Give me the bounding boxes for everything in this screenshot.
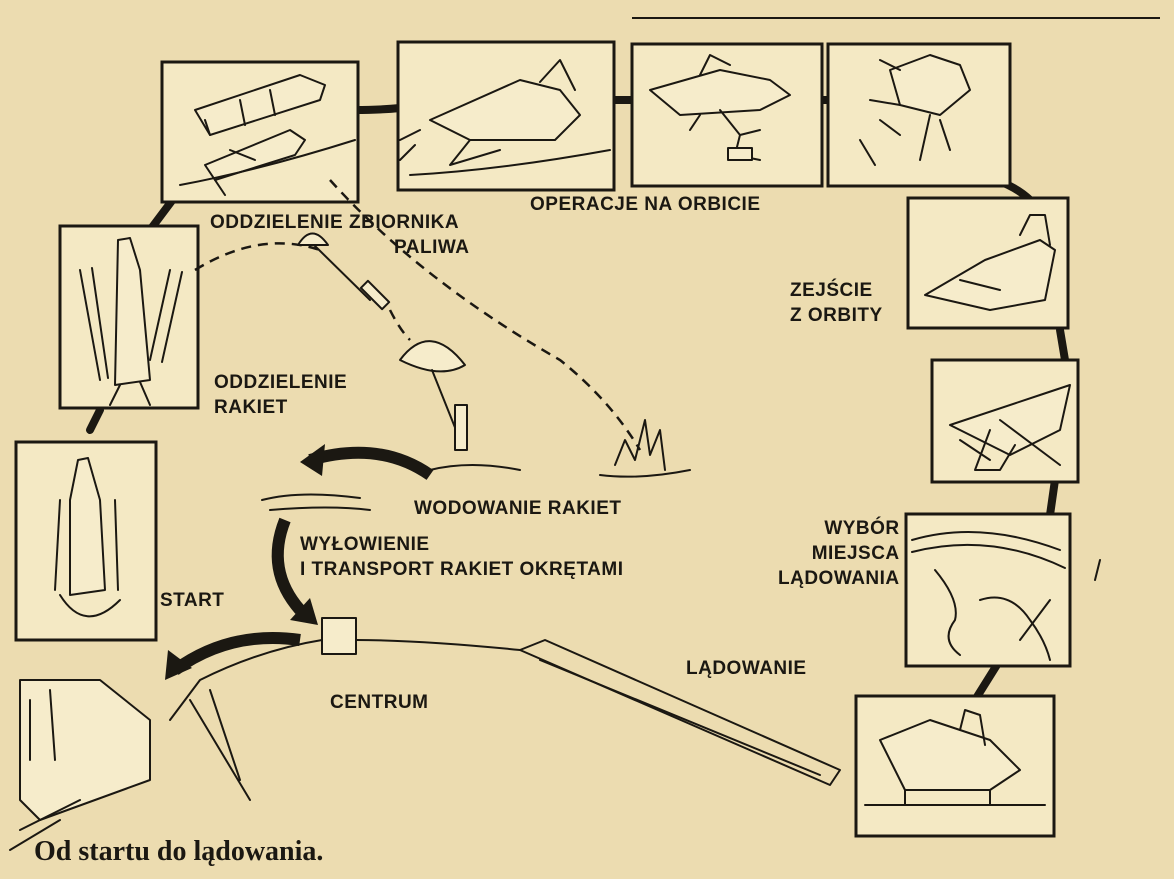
label-landing: LĄDOWANIE [686,656,807,681]
panel-booster-separation [60,226,198,408]
label-tank-separation: ODDZIELENIE ZBIORNIKA PALIWA [210,210,469,260]
label-booster-separation-line2: RAKIET [214,395,347,420]
label-orbit-operations: OPERACJE NA ORBICIE [530,192,761,217]
launch-pad [10,680,150,850]
figure-caption: Od startu do lądowania. [34,836,323,868]
label-start: START [160,588,224,613]
label-booster-separation-line1: ODDZIELENIE [214,370,347,395]
panel-reentry [932,360,1078,482]
panel-landing-site-map [906,514,1100,666]
splashdown [600,420,690,477]
panel-orbit-ops-b [828,44,1010,186]
panel-tank-separation [162,62,358,202]
panel-orbit-ops-a [632,44,822,186]
label-tank-separation-line2: PALIWA [210,235,469,260]
label-recovery: WYŁOWIENIE I TRANSPORT RAKIET OKRĘTAMI [300,532,623,582]
label-recovery-line2: I TRANSPORT RAKIET OKRĘTAMI [300,557,623,582]
label-booster-separation: ODDZIELENIE RAKIET [214,370,347,420]
label-deorbit-line2: Z ORBITY [790,303,883,328]
label-landing-site: WYBÓR MIEJSCA LĄDOWANIA [778,516,900,591]
panel-deorbit [908,198,1068,328]
panel-orbit-flight [398,42,614,190]
label-deorbit: ZEJŚCIE Z ORBITY [790,278,883,328]
label-booster-splashdown: WODOWANIE RAKIET [414,496,622,521]
label-landing-site-line1: WYBÓR [778,516,900,541]
label-deorbit-line1: ZEJŚCIE [790,278,883,303]
label-recovery-line1: WYŁOWIENIE [300,532,623,557]
label-center: CENTRUM [330,690,429,715]
label-tank-separation-line1: ODDZIELENIE ZBIORNIKA [210,210,469,235]
runway-and-center [170,618,840,800]
panel-landing [856,696,1054,836]
label-landing-site-line2: MIEJSCA [778,541,900,566]
panel-launch [16,442,156,640]
label-landing-site-line3: LĄDOWANIA [778,566,900,591]
